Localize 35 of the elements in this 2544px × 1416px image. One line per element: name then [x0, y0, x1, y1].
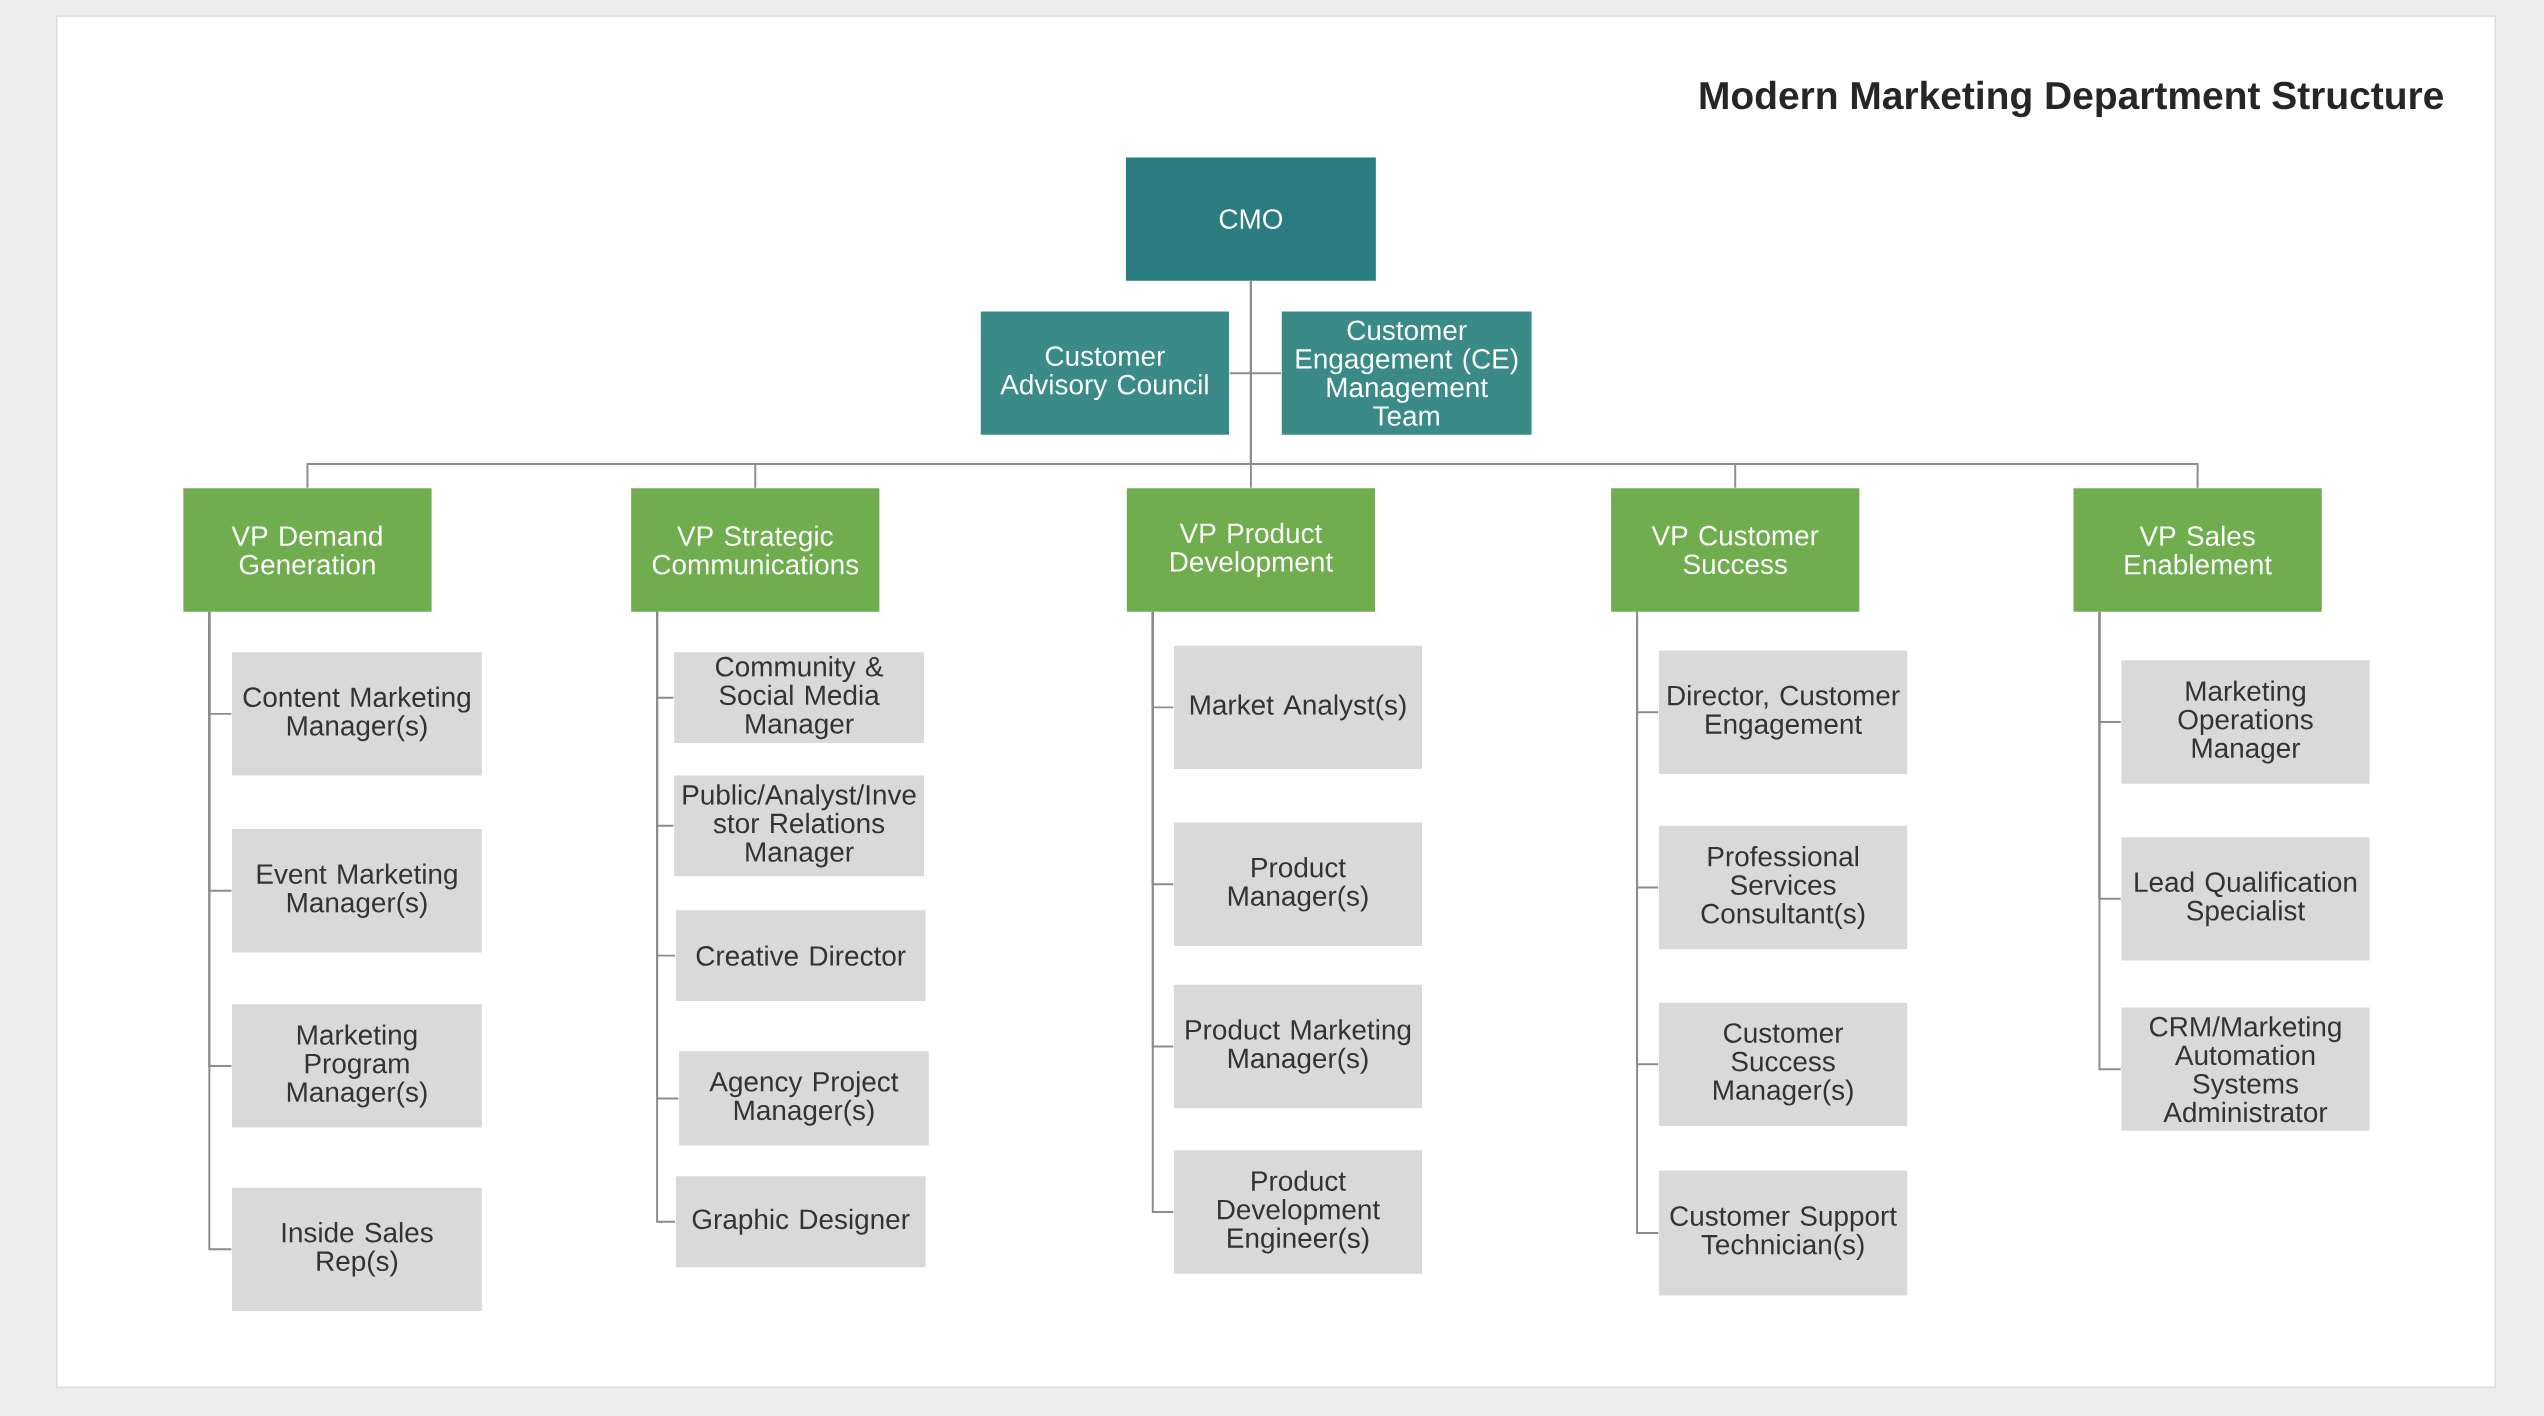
role-box: Market Analyst(s) — [1173, 645, 1423, 769]
role-box: Product Development Engineer(s) — [1173, 1150, 1423, 1274]
role-box: Community & Social Media Manager — [674, 652, 924, 743]
vp-box: VP Customer Success — [1611, 488, 1860, 612]
role-box: Agency Project Manager(s) — [679, 1051, 929, 1146]
vp-box: VP Sales Enablement — [2073, 488, 2322, 612]
vp-box: VP Strategic Communications — [631, 488, 880, 612]
connector-line — [208, 610, 233, 1251]
role-box: Marketing Program Manager(s) — [232, 1004, 482, 1128]
role-box: Graphic Designer — [675, 1176, 926, 1267]
vp-box: VP Product Development — [1126, 488, 1376, 612]
role-box: CRM/Marketing Automation Systems Administrator — [2121, 1007, 2370, 1131]
team-box: Customer Advisory Council — [980, 311, 1229, 435]
connector-line — [1249, 280, 2199, 489]
role-box: Creative Director — [675, 910, 926, 1001]
role-box: Customer Support Technician(s) — [1659, 1170, 1908, 1296]
role-box: Inside Sales Rep(s) — [232, 1187, 482, 1311]
role-box: Customer Success Manager(s) — [1659, 1002, 1908, 1126]
cmo-box: CMO — [1126, 157, 1376, 281]
role-box: Marketing Operations Manager — [2121, 660, 2370, 784]
connector-line — [656, 610, 677, 1223]
vp-box: VP Demand Generation — [183, 488, 432, 612]
connector-line — [2098, 610, 2122, 1070]
connector-line — [1636, 610, 1660, 1234]
role-box: Public/Analyst/Inve stor Relations Manager — [674, 775, 924, 876]
role-box: Product Marketing Manager(s) — [1173, 984, 1423, 1108]
role-box: Professional Services Consultant(s) — [1659, 825, 1908, 949]
role-box: Director, Customer Engagement — [1659, 650, 1908, 774]
title: Modern Marketing Department Structure — [1700, 80, 2443, 117]
connector-line — [1151, 610, 1175, 1213]
role-box: Product Manager(s) — [1173, 822, 1423, 946]
role-box: Lead Qualification Specialist — [2121, 837, 2370, 961]
role-box: Event Marketing Manager(s) — [232, 828, 482, 953]
role-box: Content Marketing Manager(s) — [232, 652, 482, 776]
team-box: Customer Engagement (CE) Management Team — [1281, 311, 1532, 435]
